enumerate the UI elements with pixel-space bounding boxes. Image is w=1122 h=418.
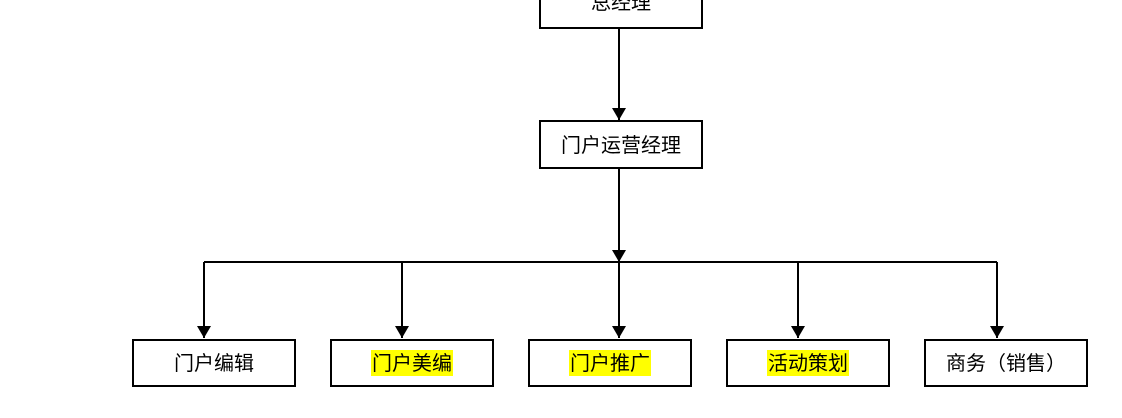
node-portal-editor: 门户编辑 — [132, 339, 296, 387]
node-event-planning: 活动策划 — [726, 339, 890, 387]
node-general-manager-label: 总经理 — [591, 0, 651, 14]
arrowhead-child-1 — [197, 326, 211, 338]
node-business-sales-label: 商务（销售） — [946, 351, 1066, 375]
arrowhead-child-4 — [791, 326, 805, 338]
node-portal-art-editor-label: 门户美编 — [371, 350, 453, 376]
arrowhead-child-2 — [395, 326, 409, 338]
arrowhead-manager — [612, 108, 626, 120]
arrowhead-child-5 — [990, 326, 1004, 338]
node-portal-editor-label: 门户编辑 — [174, 351, 254, 375]
node-portal-promotion-label: 门户推广 — [569, 350, 651, 376]
node-portal-art-editor: 门户美编 — [330, 339, 494, 387]
node-portal-operations-manager: 门户运营经理 — [539, 120, 703, 169]
arrowhead-branch-bar — [612, 250, 626, 262]
node-event-planning-label: 活动策划 — [767, 350, 849, 376]
arrowhead-child-3 — [612, 326, 626, 338]
node-portal-promotion: 门户推广 — [528, 339, 692, 387]
node-portal-operations-manager-label: 门户运营经理 — [561, 132, 681, 157]
node-general-manager: 总经理 — [539, 0, 703, 29]
node-business-sales: 商务（销售） — [924, 339, 1088, 387]
